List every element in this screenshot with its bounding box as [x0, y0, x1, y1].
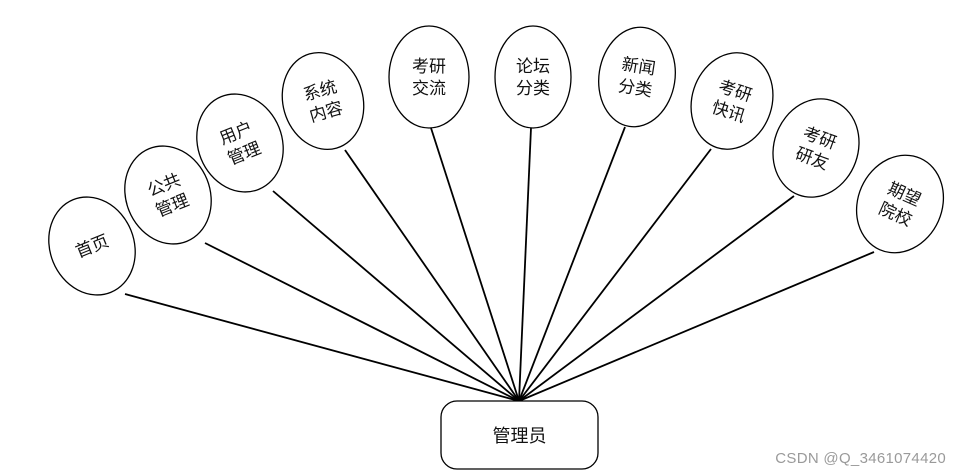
connector-news-category	[518, 126, 626, 402]
connector-public-management	[204, 242, 520, 402]
connector-target-schools	[518, 251, 875, 402]
root-entity-label: 管理员	[493, 426, 547, 447]
node-ellipse-user-management	[196, 93, 284, 193]
root-entity: 管理员	[440, 400, 599, 470]
node-label-exam-exchange-0: 考研	[412, 57, 446, 77]
node-ellipse-target-schools	[855, 154, 945, 254]
node-ellipse-system-content	[281, 51, 365, 151]
connector-home	[124, 293, 520, 402]
node-ellipse-home	[48, 196, 136, 296]
node-ellipse-news-category	[598, 26, 676, 128]
connector-forum-category	[518, 127, 532, 402]
node-ellipse-public-management	[124, 145, 212, 245]
connector-lines	[124, 126, 875, 402]
watermark: CSDN @Q_3461074420	[775, 450, 946, 467]
node-ellipse-exam-exchange	[388, 25, 470, 129]
connector-exam-news	[518, 148, 712, 402]
connector-user-management	[272, 190, 520, 402]
node-ellipse-exam-news	[690, 52, 774, 150]
node-ellipse-forum-category	[494, 25, 572, 129]
node-label-exam-exchange-1: 交流	[412, 79, 446, 99]
node-label-forum-category-0: 论坛	[516, 57, 550, 77]
attribute-nodes: 首页公共管理用户管理系统内容考研交流论坛分类新闻分类考研快讯考研研友期望院校	[48, 25, 945, 296]
connector-exam-friends	[518, 195, 795, 402]
connector-system-content	[344, 149, 520, 402]
node-label-forum-category-1: 分类	[516, 79, 550, 99]
connector-exam-exchange	[430, 127, 520, 402]
node-ellipse-exam-friends	[772, 98, 860, 198]
root-entity-box	[440, 400, 599, 470]
node-home: 首页	[48, 196, 136, 296]
